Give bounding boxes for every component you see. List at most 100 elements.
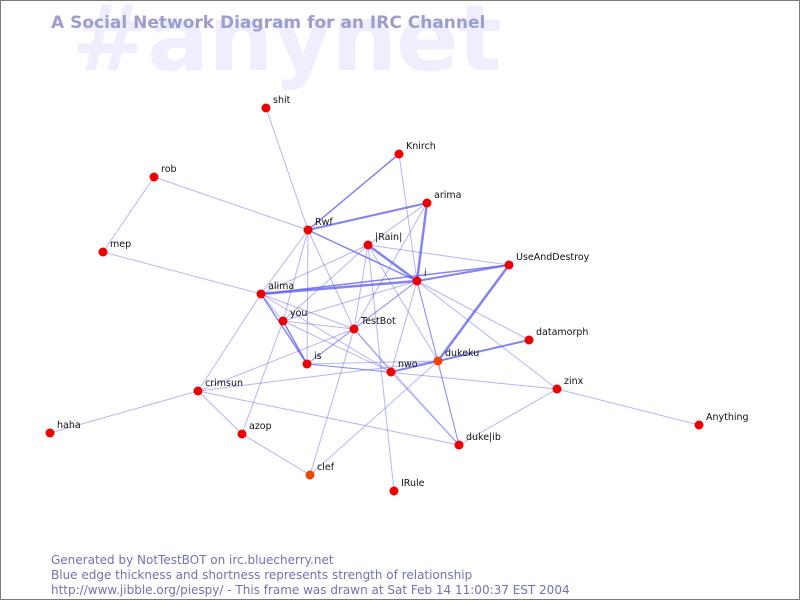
channel-watermark: #anynet [71,0,502,92]
node-label: Anything [706,412,749,423]
edge-arima-Rain [367,202,428,246]
footer-frame-info: http://www.jibble.org/piespy/ - This fra… [51,583,570,597]
node-label: shit [273,95,291,106]
node-is: is [302,351,322,369]
edge-layer [49,107,700,492]
node-label: haha [57,420,81,431]
edge-TestBot-nwo [353,328,392,373]
edge-Rain-you [282,244,369,322]
edge-dukeku-clef [309,360,439,476]
edge-dukeku-dukelib [437,360,460,446]
node-label: UseAndDestroy [516,252,590,263]
edge-Rain-dukeku [367,244,439,362]
node-Anything: Anything [694,412,749,430]
edge-is-nwo [306,363,392,373]
edge-you-TestBot [282,320,355,330]
edge-crimsun-azop [197,390,243,435]
node-label: dukeku [445,348,479,359]
edge-Rwf-i [307,229,418,282]
node-label: mep [110,239,131,250]
node-Rwf: Rwf [303,217,333,235]
footer: Generated by NotTestBOT on irc.bluecherr… [51,553,570,598]
edge-crimsun-haha [49,390,199,434]
edge-i-nwo [390,280,418,373]
edge-Rwf-TestBot [307,229,355,330]
edge-Rwf-you [282,229,309,322]
node-dot [386,367,396,377]
edge-UseAndDestroy-dukeku [436,264,511,362]
node-label: duke|ib [466,432,501,443]
node-label: zinx [564,376,584,387]
edge-shit-Rwf [265,107,309,231]
node-dot [504,260,514,270]
node-dot [694,420,704,430]
edge-alima-is [260,293,308,365]
node-dot [149,172,159,182]
node-Rain: |Rain| [363,232,402,250]
node-dot [261,103,271,113]
edge-i-dukeku [416,280,439,362]
node-Knirch: Knirch [394,141,436,159]
node-dot [524,335,534,345]
edge-rob-mep [102,176,155,253]
node-dot [349,324,359,334]
edge-nwo-dukeku [390,360,439,373]
node-label: IRule [401,478,425,489]
node-datamorph: datamorph [524,327,588,345]
node-label: TestBot [360,316,396,327]
edge-is-dukeku [306,360,439,365]
node-TestBot: TestBot [349,316,396,334]
edge-Knirch-Rwf [307,153,400,231]
edge-i-alima [260,279,418,296]
edge-crimsun-dukelib [197,390,460,446]
edge-Rain-i [367,243,418,283]
node-dot [433,356,443,366]
footer-legend-note: Blue edge thickness and shortness repres… [51,568,473,582]
edge-nwo-dukelib [390,371,460,446]
node-dot [303,225,313,235]
node-dukeku: dukeku [433,348,479,366]
edge-UseAndDestroy-alima [260,264,510,295]
node-label: rob [161,164,177,175]
edge-TestBot-dukelib [353,328,460,446]
edge-mep-alima [102,251,262,295]
edge-i-TestBot [353,280,418,330]
edge-TestBot-is [306,328,355,365]
edge-Rain-UseAndDestroy [367,244,510,266]
node-dot [422,198,432,208]
node-dot [237,429,247,439]
node-dot [256,289,266,299]
node-crimsun: crimsun [193,378,243,396]
edge-you-is [282,320,308,365]
node-nwo: nwo [386,359,418,377]
edge-arima-TestBot [353,202,428,330]
node-i: i [412,268,427,286]
node-label: arima [434,190,461,201]
node-label: datamorph [536,327,588,338]
edge-rob-Rwf [153,176,309,231]
node-azop: azop [237,421,272,439]
edge-Rwf-alima [260,229,309,295]
edge-Knirch-i [398,153,418,282]
edge-is-zinx [306,363,558,390]
edge-azop-clef [241,433,311,476]
edge-Rain-alima [260,244,369,295]
edge-i-is [306,280,418,365]
node-dot [193,386,203,396]
node-label: clef [317,462,335,473]
node-dukelib: duke|ib [454,432,501,450]
edge-i-zinx [416,280,558,390]
edge-Rain-TestBot [353,244,369,330]
edge-dukeku-datamorph [437,339,530,362]
edge-zinx-Anything [556,388,700,426]
node-haha: haha [45,420,81,438]
diagram-title: A Social Network Diagram for an IRC Chan… [51,13,486,33]
edge-i-datamorph [416,280,530,341]
node-UseAndDestroy: UseAndDestroy [504,252,590,270]
edge-you-azop [241,320,284,435]
node-dot [394,149,404,159]
node-dot [389,486,399,496]
